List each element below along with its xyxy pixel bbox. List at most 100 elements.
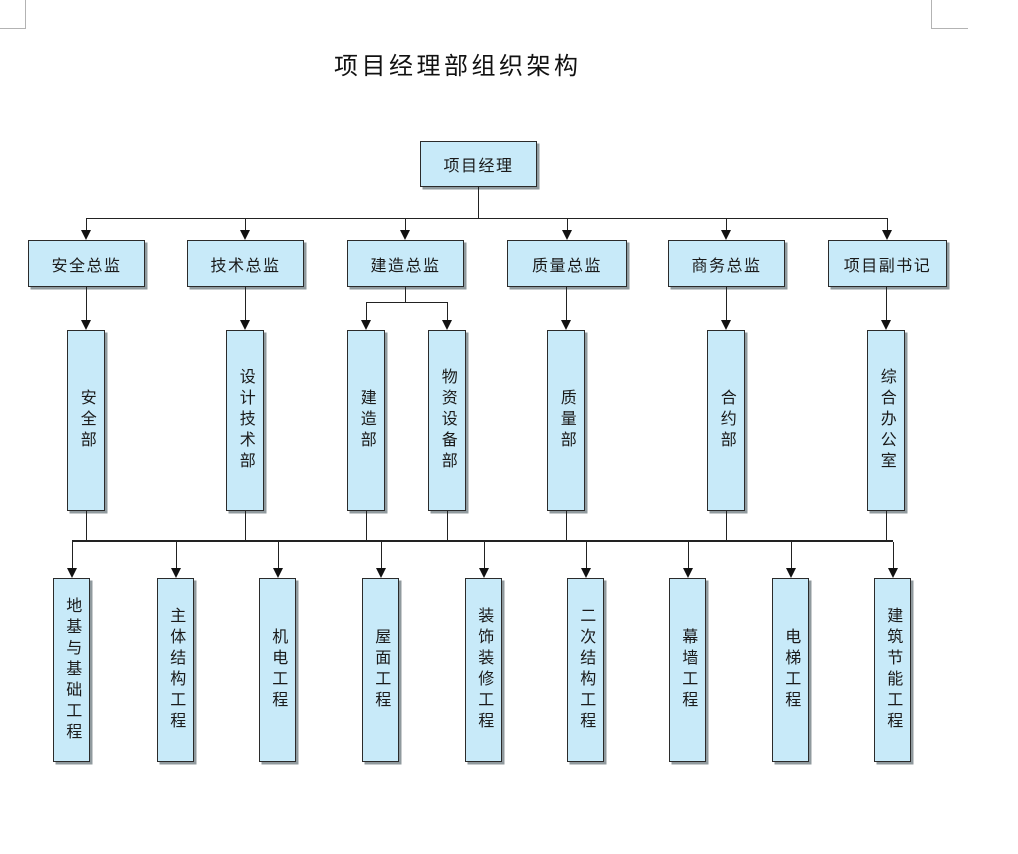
page-border-artifact [0, 28, 26, 29]
connector-line [86, 511, 88, 540]
connector-line [447, 302, 449, 321]
page-border-artifact [931, 28, 968, 29]
node-label: 质量总监 [531, 257, 602, 275]
connector-line [726, 287, 728, 321]
connector-line [886, 287, 888, 321]
node-general-office: 综合办公室 [867, 330, 905, 511]
node-label: 综合办公室 [877, 368, 895, 473]
arrowhead-down-icon [479, 568, 489, 578]
node-technical-director: 技术总监 [187, 240, 304, 287]
node-design-tech-dept: 设计技术部 [226, 330, 264, 511]
node-label: 屋面工程 [372, 628, 390, 712]
connector-line [586, 542, 588, 569]
connector-line [887, 218, 889, 231]
node-quality-director: 质量总监 [507, 240, 627, 287]
node-construction-dept: 建造部 [347, 330, 385, 511]
node-decoration-works: 装饰装修工程 [465, 578, 502, 762]
node-mep-works: 机电工程 [259, 578, 296, 762]
node-energy-efficiency-works: 建筑节能工程 [874, 578, 911, 762]
arrowhead-down-icon [882, 230, 892, 240]
node-roofing-works: 屋面工程 [362, 578, 399, 762]
node-materials-equipment-dept: 物资设备部 [428, 330, 466, 511]
node-label: 安全部 [77, 389, 95, 452]
chart-title: 项目经理部组织架构 [334, 54, 582, 80]
connector-line [86, 218, 88, 231]
node-label: 主体结构工程 [167, 607, 185, 733]
node-label: 幕墙工程 [679, 628, 697, 712]
connector-line [245, 218, 247, 231]
arrowhead-down-icon [171, 568, 181, 578]
node-safety-director: 安全总监 [28, 240, 145, 287]
connector-line [791, 542, 793, 569]
connector-line [567, 218, 569, 231]
arrowhead-down-icon [581, 568, 591, 578]
arrowhead-down-icon [442, 320, 452, 330]
node-label: 物资设备部 [438, 368, 456, 473]
node-label: 技术总监 [210, 257, 281, 275]
connector-line [86, 218, 888, 220]
arrowhead-down-icon [361, 320, 371, 330]
node-label: 设计技术部 [236, 368, 254, 473]
node-label: 质量部 [557, 389, 575, 452]
node-label: 机电工程 [269, 628, 287, 712]
node-label: 电梯工程 [782, 628, 800, 712]
arrowhead-down-icon [786, 568, 796, 578]
node-deputy-secretary: 项目副书记 [828, 240, 947, 287]
arrowhead-down-icon [683, 568, 693, 578]
connector-line [886, 511, 888, 540]
connector-line [366, 511, 368, 540]
connector-line [447, 511, 449, 540]
connector-line [245, 287, 247, 321]
node-curtain-wall-works: 幕墙工程 [669, 578, 706, 762]
node-construction-director: 建造总监 [347, 240, 464, 287]
arrowhead-down-icon [721, 320, 731, 330]
node-label: 安全总监 [51, 257, 122, 275]
connector-line [726, 511, 728, 540]
node-quality-dept: 质量部 [547, 330, 585, 511]
node-label: 商务总监 [691, 257, 762, 275]
node-safety-dept: 安全部 [67, 330, 105, 511]
arrowhead-down-icon [561, 320, 571, 330]
page-border-artifact [931, 0, 932, 28]
arrowhead-down-icon [273, 568, 283, 578]
node-label: 合约部 [717, 389, 735, 452]
arrowhead-down-icon [240, 230, 250, 240]
arrowhead-down-icon [721, 230, 731, 240]
node-contract-dept: 合约部 [707, 330, 745, 511]
page-border-artifact [25, 0, 26, 28]
node-label: 二次结构工程 [577, 607, 595, 733]
connector-line [72, 542, 74, 569]
arrowhead-down-icon [881, 320, 891, 330]
arrowhead-down-icon [562, 230, 572, 240]
connector-line [478, 187, 480, 218]
node-label: 建造总监 [370, 257, 441, 275]
node-label: 装饰装修工程 [475, 607, 493, 733]
node-foundation-works: 地基与基础工程 [53, 578, 90, 762]
connector-line [278, 542, 280, 569]
connector-line [688, 542, 690, 569]
connector-line [405, 287, 407, 302]
connector-line [566, 287, 568, 321]
connector-line [726, 218, 728, 231]
node-project-manager: 项目经理 [420, 141, 537, 187]
arrowhead-down-icon [400, 230, 410, 240]
connector-line [893, 542, 895, 569]
arrowhead-down-icon [81, 320, 91, 330]
arrowhead-down-icon [888, 568, 898, 578]
connector-line [405, 218, 407, 231]
node-commercial-director: 商务总监 [668, 240, 785, 287]
connector-line [484, 542, 486, 569]
node-label: 建造部 [357, 389, 375, 452]
arrowhead-down-icon [67, 568, 77, 578]
connector-line [245, 511, 247, 540]
connector-line [366, 302, 368, 321]
connector-line [366, 302, 447, 304]
arrowhead-down-icon [376, 568, 386, 578]
connector-line [566, 511, 568, 540]
node-elevator-works: 电梯工程 [772, 578, 809, 762]
connector-line [176, 542, 178, 569]
connector-line [86, 287, 88, 321]
connector-line [381, 542, 383, 569]
node-label: 项目经理 [443, 158, 514, 175]
